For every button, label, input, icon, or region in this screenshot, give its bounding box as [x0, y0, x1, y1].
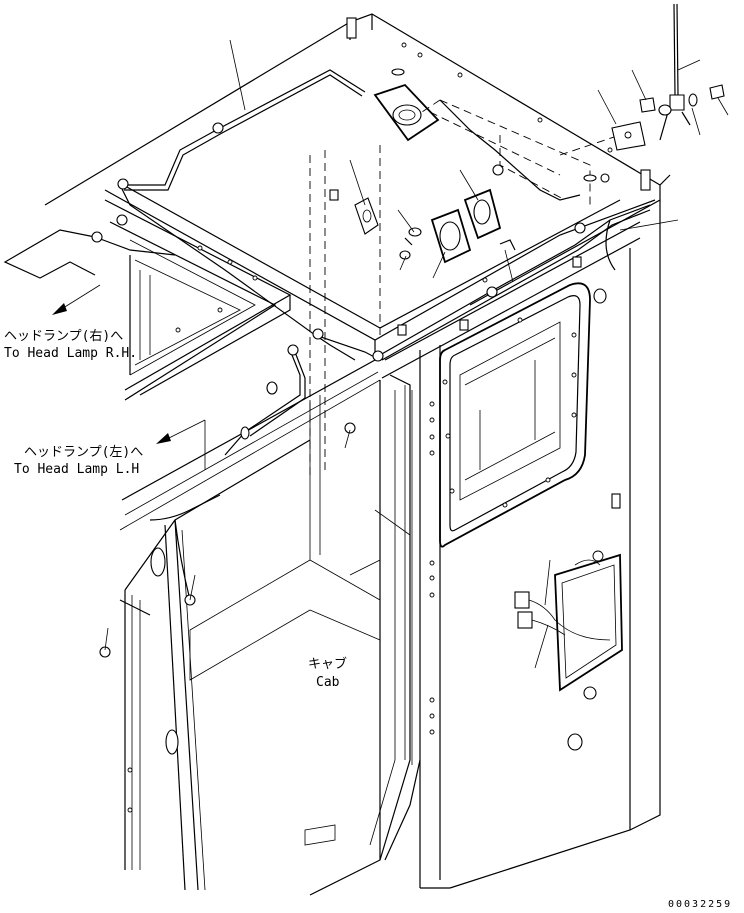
head-lamp-rh-label-en: To Head Lamp R.H. — [4, 346, 137, 361]
connector-panel — [514, 550, 623, 692]
roof-speaker-left — [373, 83, 440, 142]
roof-hidden-plate — [309, 99, 621, 480]
wiring-harness — [3, 69, 651, 601]
head-lamp-lh-label-jp: ヘッドランプ(左)へ — [24, 445, 143, 460]
leader-lines — [104, 39, 729, 669]
head-lamp-lh-arrow — [156, 419, 206, 470]
cab-label-jp: キャブ — [308, 656, 347, 672]
panel-rivets — [127, 42, 613, 813]
roof-speaker-right — [430, 188, 502, 264]
cab-roof — [44, 13, 671, 531]
right-window — [439, 282, 591, 548]
drawing-number: 00032259 — [668, 899, 732, 910]
antenna — [611, 3, 725, 151]
head-lamp-lh-label-en: To Head Lamp L.H — [14, 462, 139, 477]
head-lamp-rh-arrow — [52, 284, 101, 315]
left-door-frame — [119, 439, 311, 891]
harness-clamps — [91, 122, 607, 751]
roof-front-frame — [104, 199, 292, 401]
cab-label-en: Cab — [316, 675, 340, 690]
cab-body — [189, 200, 661, 896]
head-lamp-rh-label-jp: ヘッドランプ(右)へ — [4, 329, 123, 344]
roof-bolts — [329, 17, 651, 509]
